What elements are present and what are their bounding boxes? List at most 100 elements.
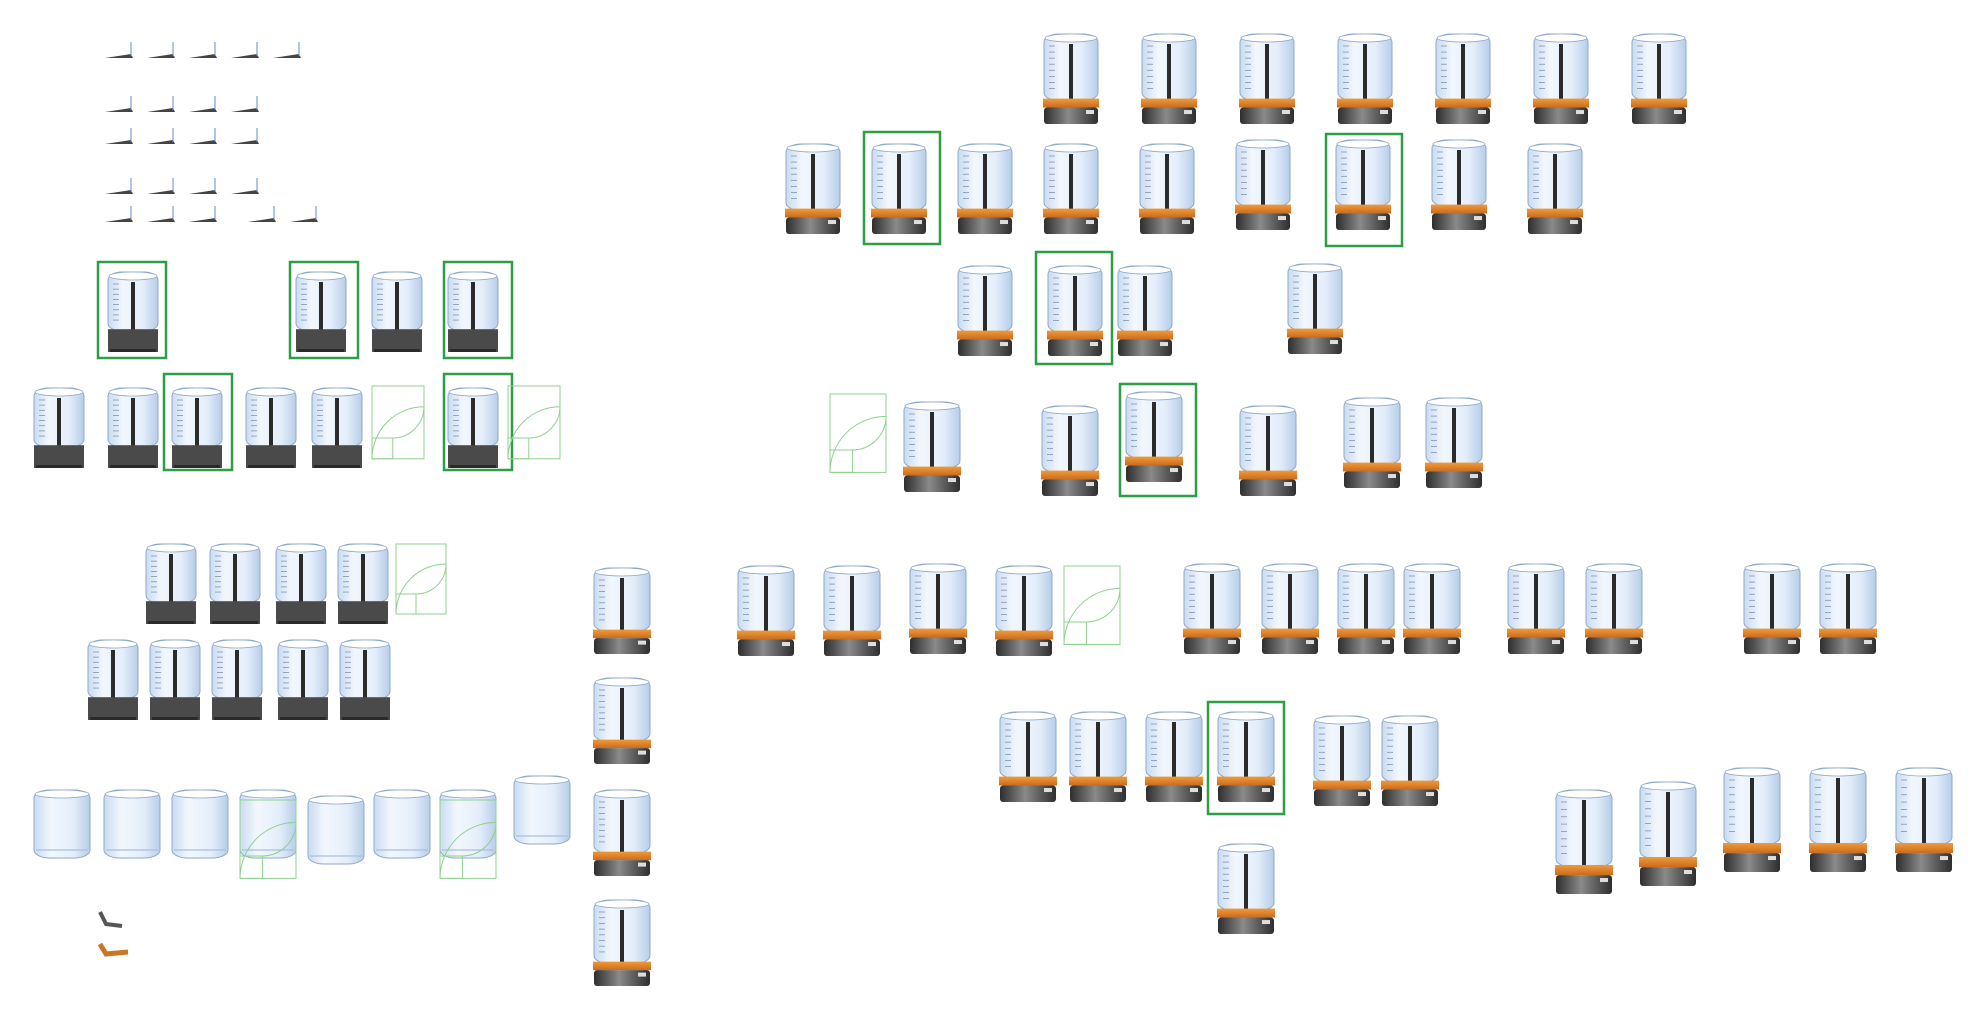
small-tray-icon[interactable] (189, 206, 217, 222)
jar-with-rod-icon[interactable] (1585, 563, 1643, 654)
jar-with-rod-icon[interactable] (1069, 711, 1127, 802)
small-tray-icon[interactable] (105, 96, 133, 112)
jar-with-rod-icon[interactable] (1723, 767, 1781, 872)
jar-with-rod-icon[interactable] (957, 265, 1013, 356)
jar-with-rod-icon[interactable] (1527, 143, 1583, 234)
jar-with-rod-icon[interactable] (1337, 563, 1395, 654)
jar-with-rod-icon[interactable] (87, 639, 139, 720)
jar-with-rod-icon[interactable] (447, 271, 499, 352)
jar-with-rod-icon[interactable] (371, 271, 423, 352)
selection-frame[interactable] (1324, 132, 1404, 248)
jar-with-rod-icon[interactable] (1343, 397, 1401, 488)
jar-with-rod-icon[interactable] (107, 387, 159, 468)
selection-frame[interactable] (288, 260, 360, 360)
small-tray-icon[interactable] (273, 42, 301, 58)
jar-with-rod-icon[interactable] (957, 143, 1013, 234)
small-tray-icon[interactable] (231, 178, 259, 194)
jar-with-rod-icon[interactable] (211, 639, 263, 720)
jar-with-rod-icon[interactable] (1235, 139, 1291, 230)
small-tray-icon[interactable] (147, 42, 175, 58)
jar-with-rod-icon[interactable] (593, 789, 651, 876)
glass-shell-icon[interactable] (307, 795, 365, 865)
jar-with-rod-icon[interactable] (1145, 711, 1203, 802)
jar-with-rod-icon[interactable] (311, 387, 363, 468)
selection-frame[interactable] (442, 260, 514, 360)
jar-with-rod-icon[interactable] (1533, 33, 1589, 124)
jar-with-rod-icon[interactable] (1743, 563, 1801, 654)
small-tray-icon[interactable] (147, 178, 175, 194)
jar-with-rod-icon[interactable] (1125, 391, 1183, 482)
jar-with-rod-icon[interactable] (1381, 715, 1439, 806)
jar-with-rod-icon[interactable] (1217, 843, 1275, 934)
small-tray-icon[interactable] (290, 206, 318, 222)
selection-frame[interactable] (1034, 250, 1114, 366)
jar-with-rod-icon[interactable] (593, 899, 651, 986)
glass-shell-icon[interactable] (373, 789, 431, 859)
clip-tool-icon[interactable] (98, 911, 123, 928)
small-tray-icon[interactable] (147, 206, 175, 222)
jar-with-rod-icon[interactable] (909, 563, 967, 654)
jar-with-rod-icon[interactable] (209, 543, 261, 624)
jar-with-rod-icon[interactable] (1141, 33, 1197, 124)
selection-frame[interactable] (1206, 700, 1286, 816)
small-tray-icon[interactable] (105, 128, 133, 144)
glass-shell-icon[interactable] (103, 789, 161, 859)
small-tray-icon[interactable] (147, 96, 175, 112)
jar-with-rod-icon[interactable] (1139, 143, 1195, 234)
jar-with-rod-icon[interactable] (1117, 265, 1173, 356)
jar-with-rod-icon[interactable] (1217, 711, 1275, 802)
jar-with-rod-icon[interactable] (33, 387, 85, 468)
jar-with-rod-icon[interactable] (1287, 263, 1343, 354)
jar-with-rod-icon[interactable] (1435, 33, 1491, 124)
jar-with-rod-icon[interactable] (1239, 405, 1297, 496)
selection-frame[interactable] (442, 372, 514, 472)
jar-with-rod-icon[interactable] (1895, 767, 1953, 872)
small-tray-icon[interactable] (231, 96, 259, 112)
selection-frame[interactable] (1118, 382, 1198, 498)
jar-with-rod-icon[interactable] (1047, 265, 1103, 356)
jar-with-rod-icon[interactable] (1261, 563, 1319, 654)
small-tray-icon[interactable] (189, 128, 217, 144)
small-tray-icon[interactable] (105, 42, 133, 58)
jar-with-rod-icon[interactable] (1507, 563, 1565, 654)
jar-with-rod-icon[interactable] (1043, 143, 1099, 234)
small-tray-icon[interactable] (147, 128, 175, 144)
jar-with-rod-icon[interactable] (1335, 139, 1391, 230)
small-tray-icon[interactable] (105, 178, 133, 194)
jar-with-rod-icon[interactable] (593, 677, 651, 764)
jar-with-rod-icon[interactable] (1639, 781, 1697, 886)
jar-with-rod-icon[interactable] (149, 639, 201, 720)
jar-with-rod-icon[interactable] (1337, 33, 1393, 124)
jar-with-rod-icon[interactable] (1431, 139, 1487, 230)
small-tray-icon[interactable] (189, 42, 217, 58)
jar-with-rod-icon[interactable] (295, 271, 347, 352)
small-tray-icon[interactable] (248, 206, 276, 222)
jar-with-rod-icon[interactable] (1239, 33, 1295, 124)
jar-with-rod-icon[interactable] (1043, 33, 1099, 124)
jar-with-rod-icon[interactable] (275, 543, 327, 624)
small-tray-icon[interactable] (189, 178, 217, 194)
jar-with-rod-icon[interactable] (245, 387, 297, 468)
small-tray-icon[interactable] (105, 206, 133, 222)
selection-frame[interactable] (162, 372, 234, 472)
jar-with-rod-icon[interactable] (1313, 715, 1371, 806)
jar-with-rod-icon[interactable] (1403, 563, 1461, 654)
jar-with-rod-icon[interactable] (999, 711, 1057, 802)
jar-with-rod-icon[interactable] (1809, 767, 1867, 872)
glass-shell-icon[interactable] (513, 775, 571, 845)
jar-with-rod-icon[interactable] (593, 567, 651, 654)
jar-with-rod-icon[interactable] (1183, 563, 1241, 654)
jar-with-rod-icon[interactable] (145, 543, 197, 624)
selection-frame[interactable] (96, 260, 168, 360)
jar-with-rod-icon[interactable] (447, 387, 499, 468)
jar-with-rod-icon[interactable] (1041, 405, 1099, 496)
glass-shell-icon[interactable] (33, 789, 91, 859)
jar-with-rod-icon[interactable] (737, 565, 795, 656)
jar-with-rod-icon[interactable] (1555, 789, 1613, 894)
jar-with-rod-icon[interactable] (171, 387, 223, 468)
jar-with-rod-icon[interactable] (337, 543, 389, 624)
jar-with-rod-icon[interactable] (785, 143, 841, 234)
jar-with-rod-icon[interactable] (277, 639, 329, 720)
jar-with-rod-icon[interactable] (1425, 397, 1483, 488)
